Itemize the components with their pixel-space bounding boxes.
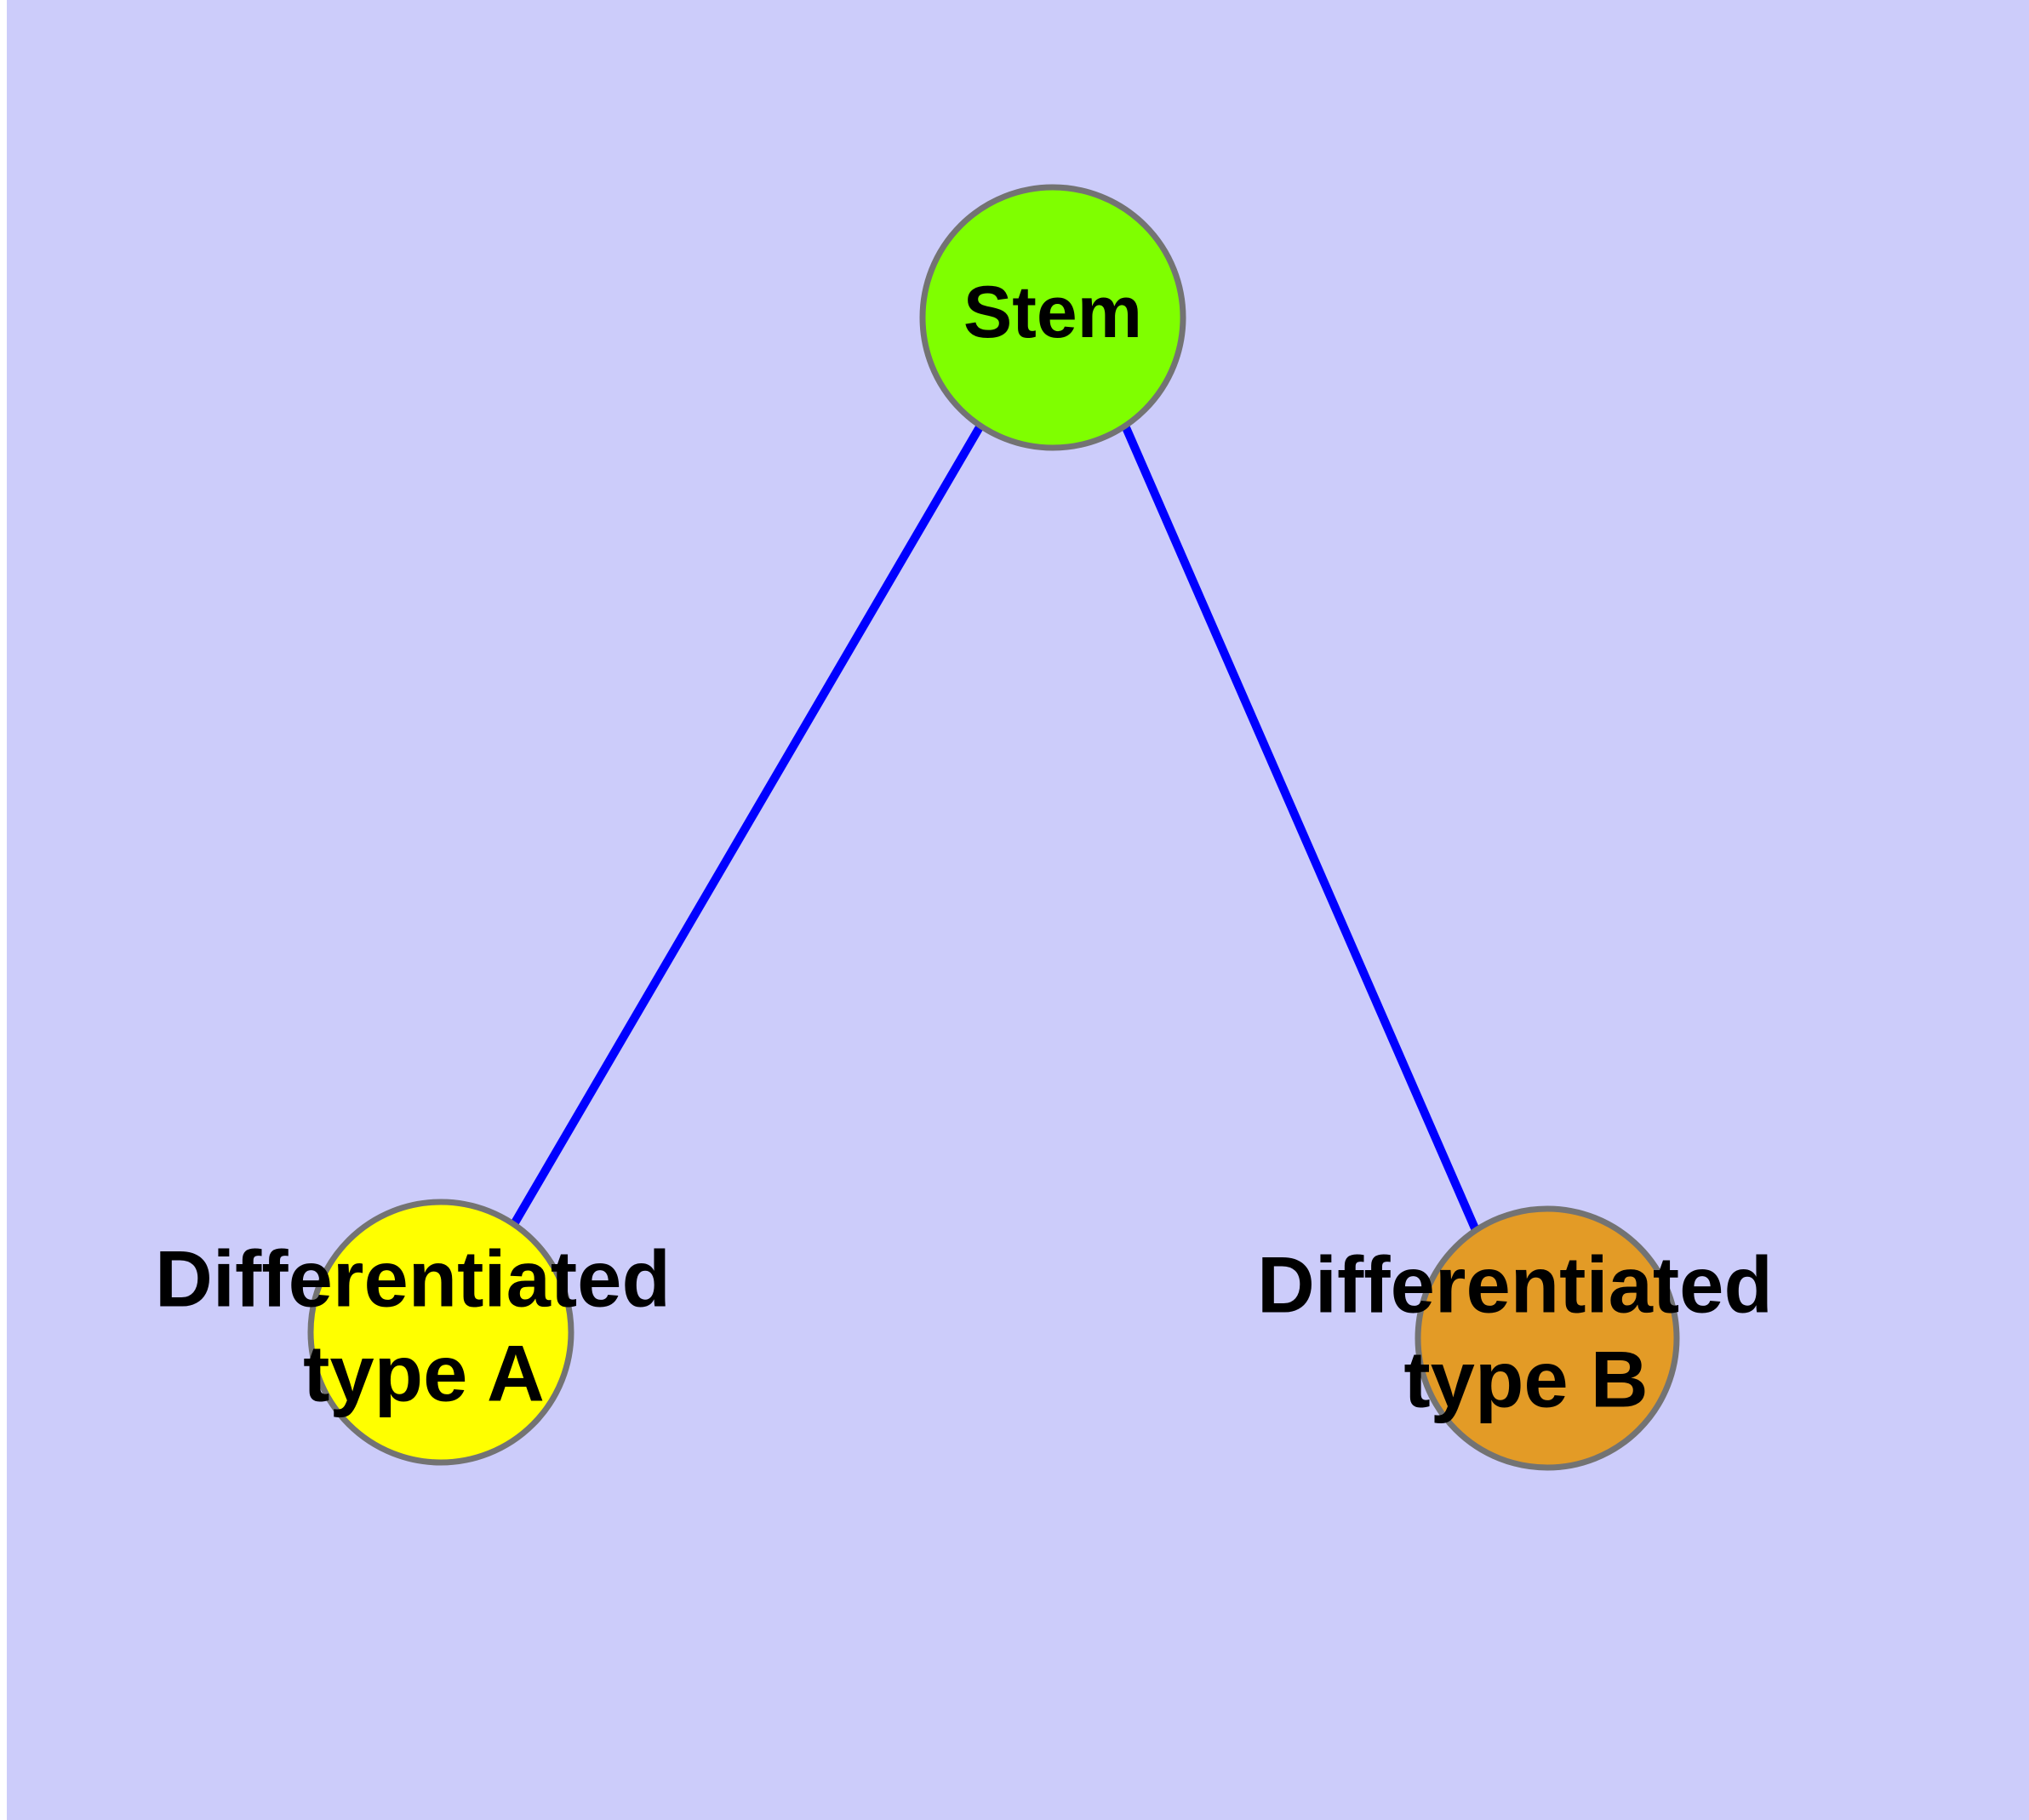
node-stem[interactable]: Stem [919,184,1186,451]
node-stem-label: Stem [963,272,1142,353]
node-differentiated-type-a-label: Differentiated type A [155,1233,693,1417]
node-differentiated-type-b-label-line-2: type B [1403,1334,1648,1423]
node-differentiated-type-b-circle[interactable] [1415,1205,1680,1471]
edge-stem-to-differentiated-b[interactable] [1121,424,1479,1230]
node-stem-circle[interactable] [919,184,1186,451]
node-differentiated-type-a-circle[interactable] [307,1199,574,1466]
edge-stem-to-differentiated-a[interactable] [510,423,985,1227]
node-differentiated-type-b[interactable]: Differentiated type B [1257,1205,1795,1471]
edge-layer [510,423,1479,1230]
node-differentiated-type-a-label-line-2: type A [303,1328,545,1417]
node-differentiated-type-a-label-line-1: Differentiated [155,1233,671,1323]
node-layer: Stem Differentiated type A Differentiate… [155,184,1795,1471]
node-differentiated-type-b-label-line-1: Differentiated [1257,1239,1773,1329]
node-stem-label-line-1: Stem [963,272,1142,353]
node-differentiated-type-a[interactable]: Differentiated type A [155,1199,693,1466]
node-differentiated-type-b-label: Differentiated type B [1257,1239,1795,1423]
